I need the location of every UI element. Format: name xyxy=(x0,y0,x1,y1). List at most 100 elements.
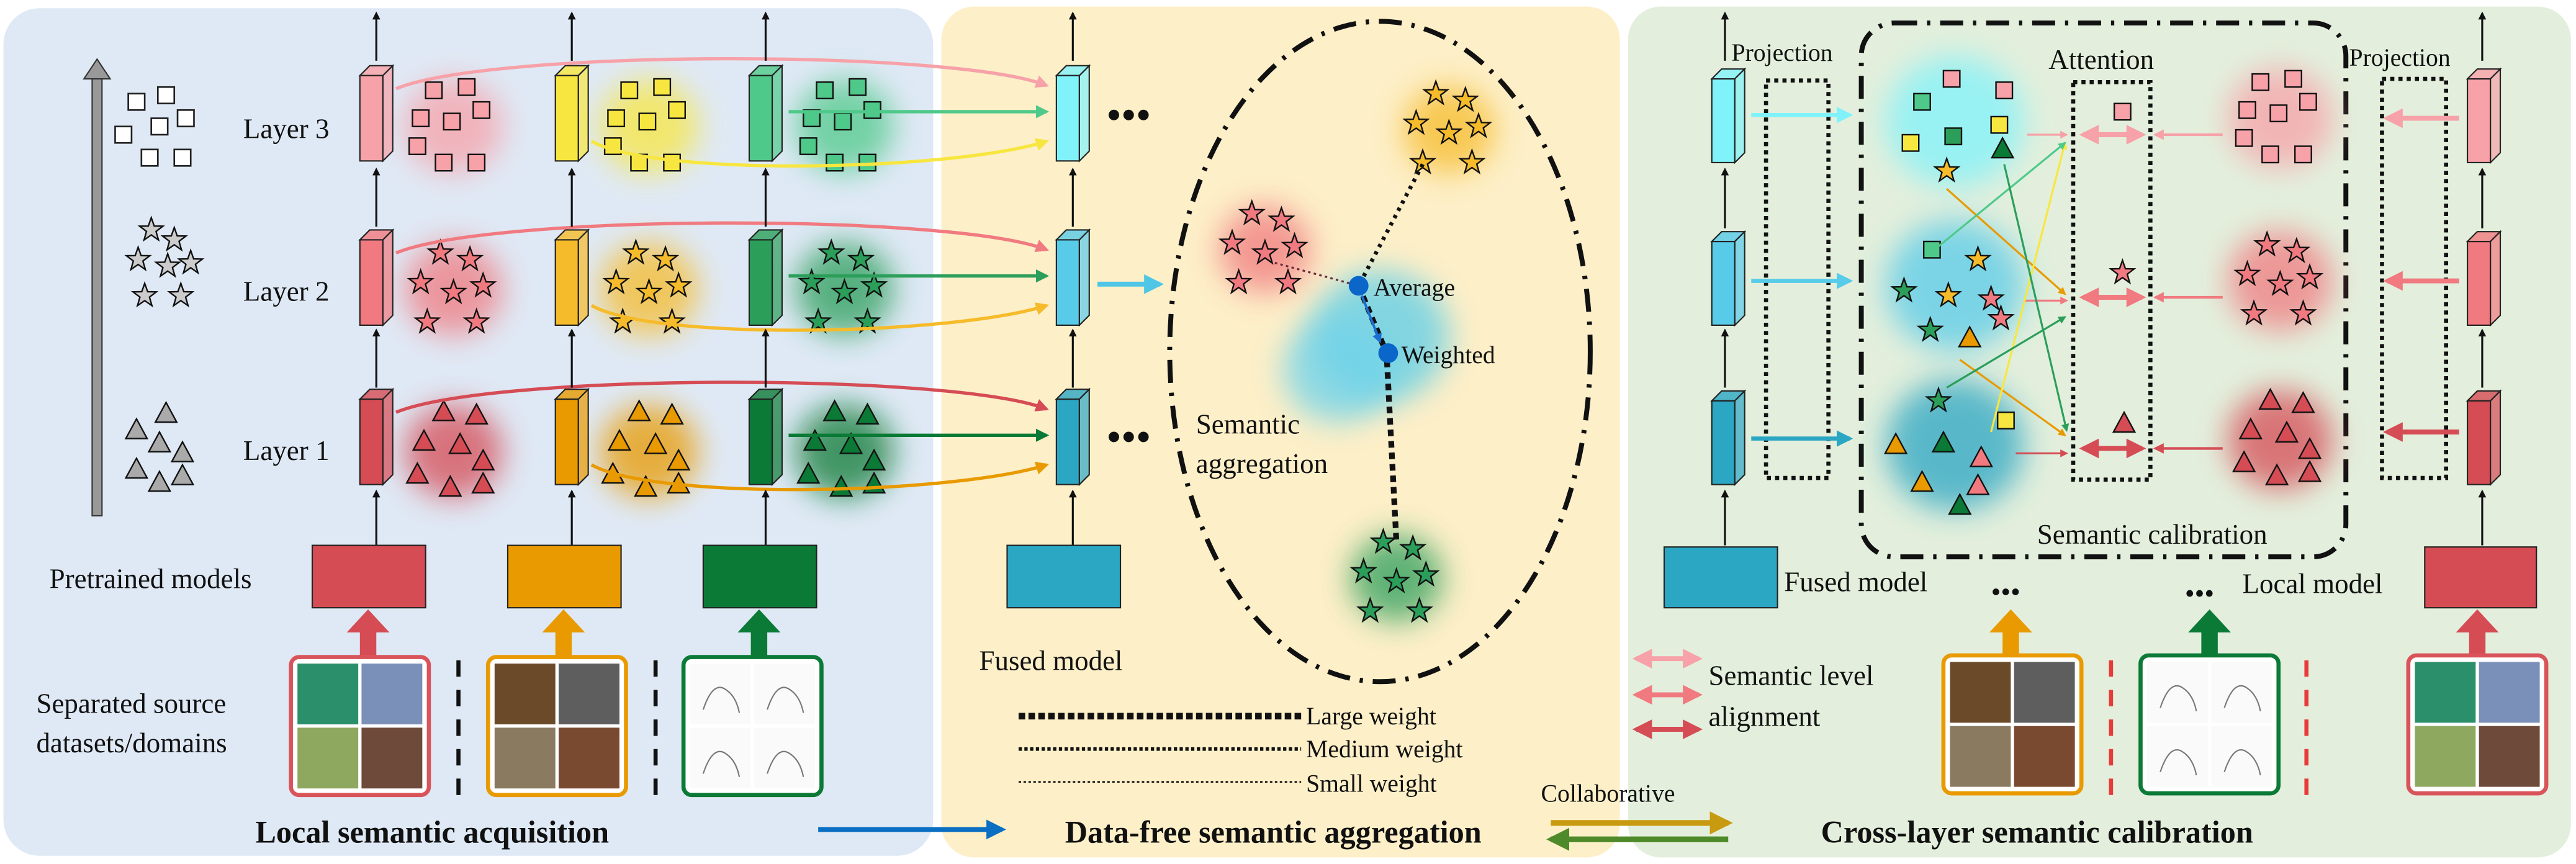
star-icon xyxy=(2233,259,2261,287)
square-icon xyxy=(408,137,426,155)
semantic-mapping-arrow xyxy=(1990,141,2068,433)
star-icon xyxy=(1218,228,1246,255)
dataset-image-thumbnail xyxy=(559,664,619,725)
star-icon xyxy=(664,271,693,298)
triangle-icon xyxy=(855,402,880,425)
square-icon xyxy=(114,125,133,144)
block-side xyxy=(771,64,783,163)
triangle-icon xyxy=(2291,390,2315,413)
triangle-icon xyxy=(147,430,172,452)
star-icon xyxy=(1238,199,1266,226)
triangle-icon xyxy=(438,474,462,497)
dataset-image-thumbnail xyxy=(2014,662,2075,723)
attention-label: Attention xyxy=(2048,44,2154,75)
square-icon xyxy=(467,153,486,172)
block-side xyxy=(382,64,394,163)
aggregated-cloud xyxy=(1283,316,1395,423)
star-icon xyxy=(853,307,881,334)
abstraction-arrow-head xyxy=(83,58,112,80)
square-icon xyxy=(412,109,430,127)
dataset-image-thumbnail xyxy=(559,727,619,789)
triangle-icon xyxy=(2238,417,2263,439)
block-side xyxy=(1734,67,1745,164)
sketch-stroke xyxy=(2159,685,2197,712)
star-icon xyxy=(622,238,650,265)
fused-feature-cloud xyxy=(1886,56,2024,187)
star-icon xyxy=(831,277,858,305)
square-icon xyxy=(663,153,682,172)
star-icon xyxy=(426,238,454,265)
star-icon xyxy=(1402,109,1430,135)
yellow-to-fused-arrow xyxy=(590,302,1050,332)
dataset-image-thumbnail xyxy=(2415,662,2476,723)
fused-layer-block xyxy=(1710,230,1747,327)
semantic-mapping-arrow xyxy=(2003,164,2069,432)
local-layer-block xyxy=(747,228,784,327)
square-icon xyxy=(620,81,639,99)
star-icon xyxy=(635,277,663,305)
star-icon xyxy=(2295,263,2324,290)
star-icon xyxy=(1924,386,1953,413)
square-icon xyxy=(816,81,834,99)
triangle-icon xyxy=(2274,420,2299,443)
block-front xyxy=(1711,78,1736,164)
local-layer-block xyxy=(358,228,395,327)
triangle-icon xyxy=(124,417,149,439)
triangle-icon xyxy=(822,399,847,421)
dataset-image-thumbnail xyxy=(2147,726,2208,787)
local-layer-block xyxy=(554,228,590,327)
data-free-aggregation-title: Data-free semantic aggregation xyxy=(1065,815,1482,850)
block-front xyxy=(2467,240,2492,326)
block-side xyxy=(1734,230,1745,327)
triangle-icon xyxy=(1948,493,1972,515)
dataset-image-thumbnail xyxy=(2479,662,2540,723)
fused-feature-cloud xyxy=(1886,220,2024,352)
triangle-icon xyxy=(170,440,195,462)
dataset-image-thumbnail xyxy=(494,727,556,789)
yellow-to-fused-arrow xyxy=(590,461,1050,492)
star-icon xyxy=(1281,232,1308,259)
dataset-image-thumbnail xyxy=(2211,726,2272,787)
local-layer-block xyxy=(554,64,590,163)
sketch-stroke xyxy=(767,686,804,713)
block-side xyxy=(2490,67,2502,164)
painting-dataset xyxy=(289,655,431,798)
triangle-icon xyxy=(1931,430,1956,452)
sketch-stroke xyxy=(702,686,741,713)
semantic-mapping-arrow xyxy=(1946,188,2066,295)
block-front xyxy=(554,239,579,326)
block-front xyxy=(2467,400,2492,485)
square-icon xyxy=(1997,412,2015,430)
star-icon xyxy=(1464,112,1493,138)
dataset-image-thumbnail xyxy=(297,727,359,789)
star-icon xyxy=(1268,205,1295,232)
star-icon xyxy=(153,251,182,278)
triangle-icon xyxy=(1883,432,1908,454)
ellipsis-dot xyxy=(1138,431,1149,443)
dataset-image-thumbnail xyxy=(2479,726,2540,787)
star-icon xyxy=(160,225,188,252)
dataset-image-thumbnail xyxy=(2147,662,2208,723)
photo-dataset xyxy=(1941,653,2084,796)
star-icon xyxy=(651,245,680,272)
star-icon xyxy=(2253,230,2281,257)
block-side xyxy=(577,387,589,487)
triangle-icon xyxy=(464,402,489,425)
local-layer-block xyxy=(2466,230,2502,327)
block-side xyxy=(577,228,589,327)
triangle-icon xyxy=(124,456,149,479)
dataset-image-thumbnail xyxy=(2014,726,2075,787)
square-icon xyxy=(2261,145,2279,164)
square-icon xyxy=(1995,81,2014,99)
triangle-icon xyxy=(147,470,172,492)
square-icon xyxy=(425,81,443,99)
triangle-icon xyxy=(643,432,668,454)
square-icon xyxy=(607,109,626,127)
sketch-stroke xyxy=(767,750,804,777)
triangle-icon xyxy=(170,463,195,485)
block-front xyxy=(554,398,579,485)
ellipsis-dot xyxy=(1123,431,1134,443)
star-icon xyxy=(804,307,832,334)
red-to-fused-arrow xyxy=(395,56,1049,91)
triangle-icon xyxy=(627,399,651,421)
